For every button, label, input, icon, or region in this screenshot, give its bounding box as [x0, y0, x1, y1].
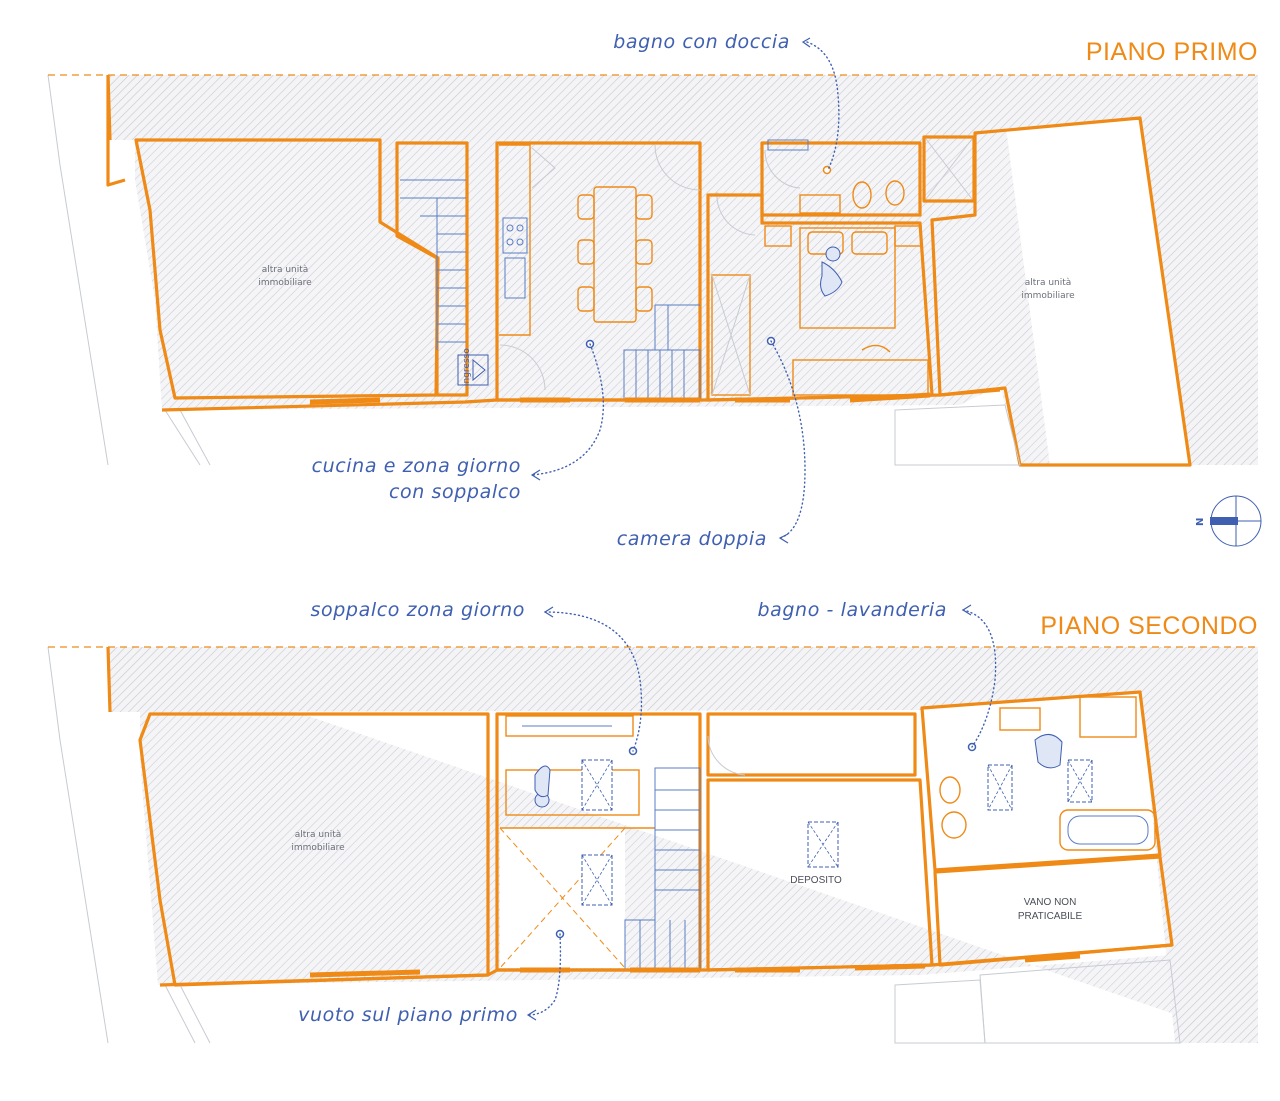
laundry-bathroom: [920, 690, 1162, 872]
other-unit-left2-label-1: altra unità: [295, 830, 342, 840]
north-arrow-icon: N: [1195, 495, 1262, 547]
kitchen-label-line2: con soppalco: [389, 481, 521, 503]
void-label: vuoto sul piano primo: [298, 1004, 518, 1026]
mezzanine-label: soppalco zona giorno: [311, 599, 525, 621]
other-unit-left-label-2: immobiliare: [258, 278, 312, 288]
entrance-label: ingresso: [462, 348, 472, 386]
other-unit-right-label-1: altra unità: [1025, 278, 1072, 288]
second-floor-title: PIANO SECONDO: [1040, 612, 1258, 640]
bathroom-with-shower: [760, 141, 922, 217]
first-floor-title: PIANO PRIMO: [1086, 38, 1258, 66]
second-floor-plan: altra unità immobiliare DEPOSITO VANO NO…: [47, 599, 1258, 1044]
north-letter: N: [1195, 518, 1206, 526]
kitchen-label-line1: cucina e zona giorno: [312, 455, 521, 477]
other-unit-left2-label-2: immobiliare: [291, 843, 345, 853]
standing-person-icon: [1034, 734, 1063, 769]
not-accessible-label-1: VANO NON: [1024, 897, 1077, 908]
sleeping-person-icon: [820, 246, 843, 297]
person-lying-icon: [534, 765, 551, 808]
not-accessible-label-2: PRATICABILE: [1018, 911, 1083, 922]
bedroom-label: camera doppia: [617, 528, 767, 550]
bathroom-label: bagno con doccia: [613, 31, 790, 53]
other-unit-right-area: [930, 116, 1192, 467]
storage-label: DEPOSITO: [790, 875, 842, 886]
first-floor-plan: ingresso: [47, 31, 1258, 550]
entrance-marker: ingresso: [457, 348, 489, 386]
other-unit-left-label-1: altra unità: [262, 265, 309, 275]
laundry-label: bagno - lavanderia: [757, 599, 947, 621]
other-unit-right-label-2: immobiliare: [1021, 291, 1075, 301]
